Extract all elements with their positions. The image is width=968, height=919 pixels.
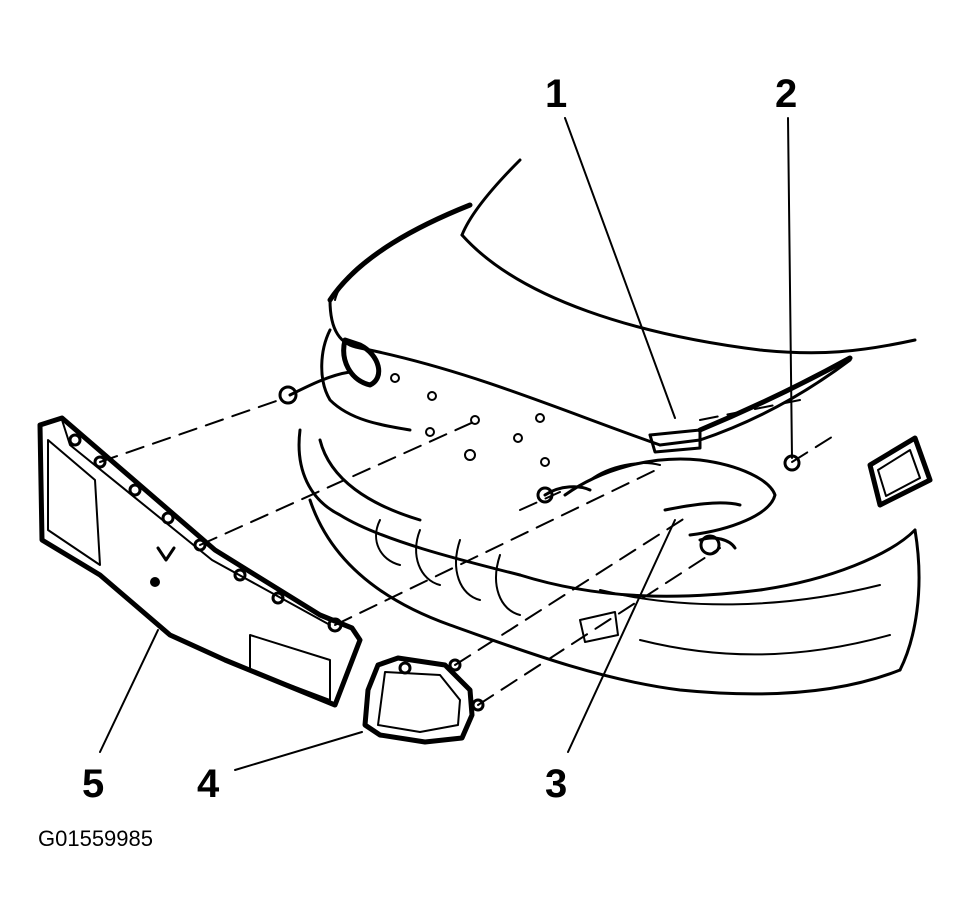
rear-right-lamp-assembly [362,655,485,745]
callout-number-5: 5 [82,762,104,806]
callout-leader-lines [99,117,793,771]
callout-number-3: 3 [545,762,567,806]
callout-number-1: 1 [545,72,567,116]
figure-id-label: G01559985 [38,826,153,851]
rear-center-lamp-panel [37,415,363,708]
callout-number-2: 2 [775,72,797,116]
callout-number-4: 4 [197,762,220,806]
vehicle-rear-body [278,158,933,696]
assembly-guide-lines [99,397,836,706]
